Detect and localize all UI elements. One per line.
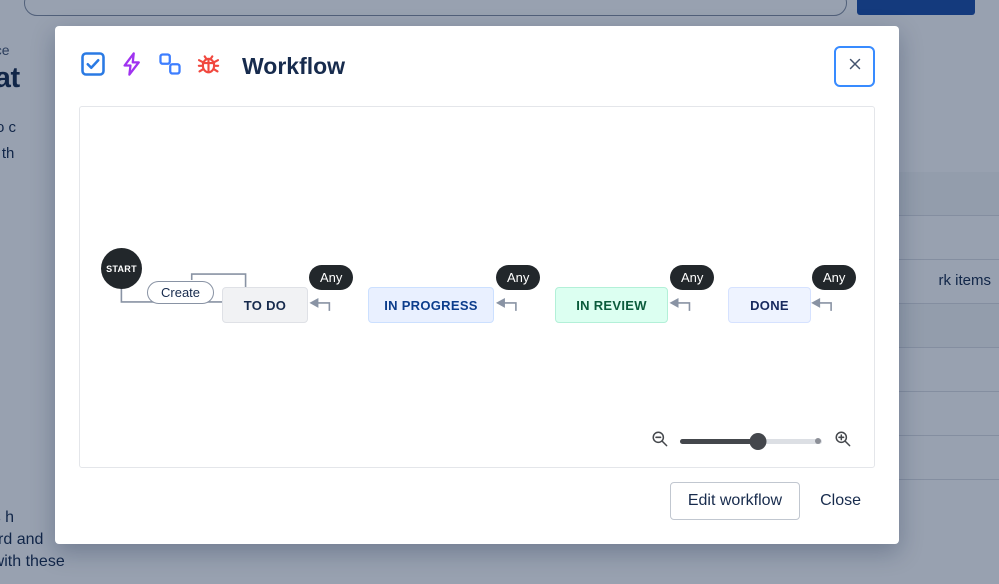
workflow-modal: Workflow xyxy=(55,26,899,544)
page-paragraph-line1: uses to c xyxy=(0,119,17,136)
zoom-slider[interactable] xyxy=(680,432,822,450)
breadcrumb[interactable]: / Space xyxy=(0,42,10,58)
page-title: l stat xyxy=(0,62,20,94)
page-paragraph-line2: s from th xyxy=(0,145,15,162)
close-button[interactable] xyxy=(834,46,875,87)
footer-paragraph-line3: ems with these xyxy=(0,553,65,570)
status-label: TO DO xyxy=(243,297,287,313)
any-badge-label: Any xyxy=(681,270,704,285)
any-badge-label: Any xyxy=(823,270,846,285)
any-badge-in-review[interactable]: Any xyxy=(670,265,715,290)
workflow-status-in-progress[interactable]: IN PROGRESS xyxy=(368,287,494,323)
checkbox-task-icon xyxy=(79,50,107,83)
zoom-slider-fill xyxy=(680,438,759,444)
workflow-start-node[interactable]: START xyxy=(101,248,142,289)
zoom-slider-thumb[interactable] xyxy=(749,432,767,450)
lightning-epic-icon xyxy=(119,50,145,83)
any-badge-done[interactable]: Any xyxy=(812,265,857,290)
zoom-slider-max-marker xyxy=(815,438,821,444)
start-node-label: START xyxy=(106,263,137,274)
bug-icon xyxy=(195,50,222,83)
status-label: IN REVIEW xyxy=(576,297,647,313)
table-row-label: rk items xyxy=(938,272,992,289)
workflow-status-todo[interactable]: TO DO xyxy=(222,287,308,323)
top-bar xyxy=(0,0,999,20)
workflow-canvas[interactable]: START Create TO DO Any IN PROGRESS Any I… xyxy=(79,106,875,468)
create-transition-label: Create xyxy=(161,285,201,300)
edit-workflow-button[interactable]: Edit workflow xyxy=(669,482,801,520)
close-modal-button[interactable]: Close xyxy=(806,482,875,520)
workflow-status-in-review[interactable]: IN REVIEW xyxy=(555,287,668,323)
footer-paragraph-line2: e board and xyxy=(0,531,44,548)
close-icon xyxy=(846,55,864,78)
modal-title: Workflow xyxy=(242,53,346,79)
primary-action-button[interactable] xyxy=(857,0,975,15)
status-label: DONE xyxy=(750,297,789,313)
work-type-icons xyxy=(79,50,222,83)
zoom-out-icon[interactable] xyxy=(650,429,669,453)
any-badge-label: Any xyxy=(320,270,343,285)
status-label: IN PROGRESS xyxy=(384,297,478,313)
footer-paragraph-line1: status h xyxy=(0,509,15,526)
modal-header: Workflow xyxy=(55,26,899,93)
any-badge-in-progress[interactable]: Any xyxy=(496,265,541,290)
subtask-icon xyxy=(157,50,183,83)
zoom-in-icon[interactable] xyxy=(833,429,852,453)
workflow-transition-create[interactable]: Create xyxy=(147,281,215,304)
any-badge-label: Any xyxy=(507,270,530,285)
workflow-status-done[interactable]: DONE xyxy=(728,287,811,323)
zoom-control xyxy=(650,429,852,453)
any-badge-todo[interactable]: Any xyxy=(309,265,354,290)
modal-footer: Edit workflow Close xyxy=(55,482,899,544)
